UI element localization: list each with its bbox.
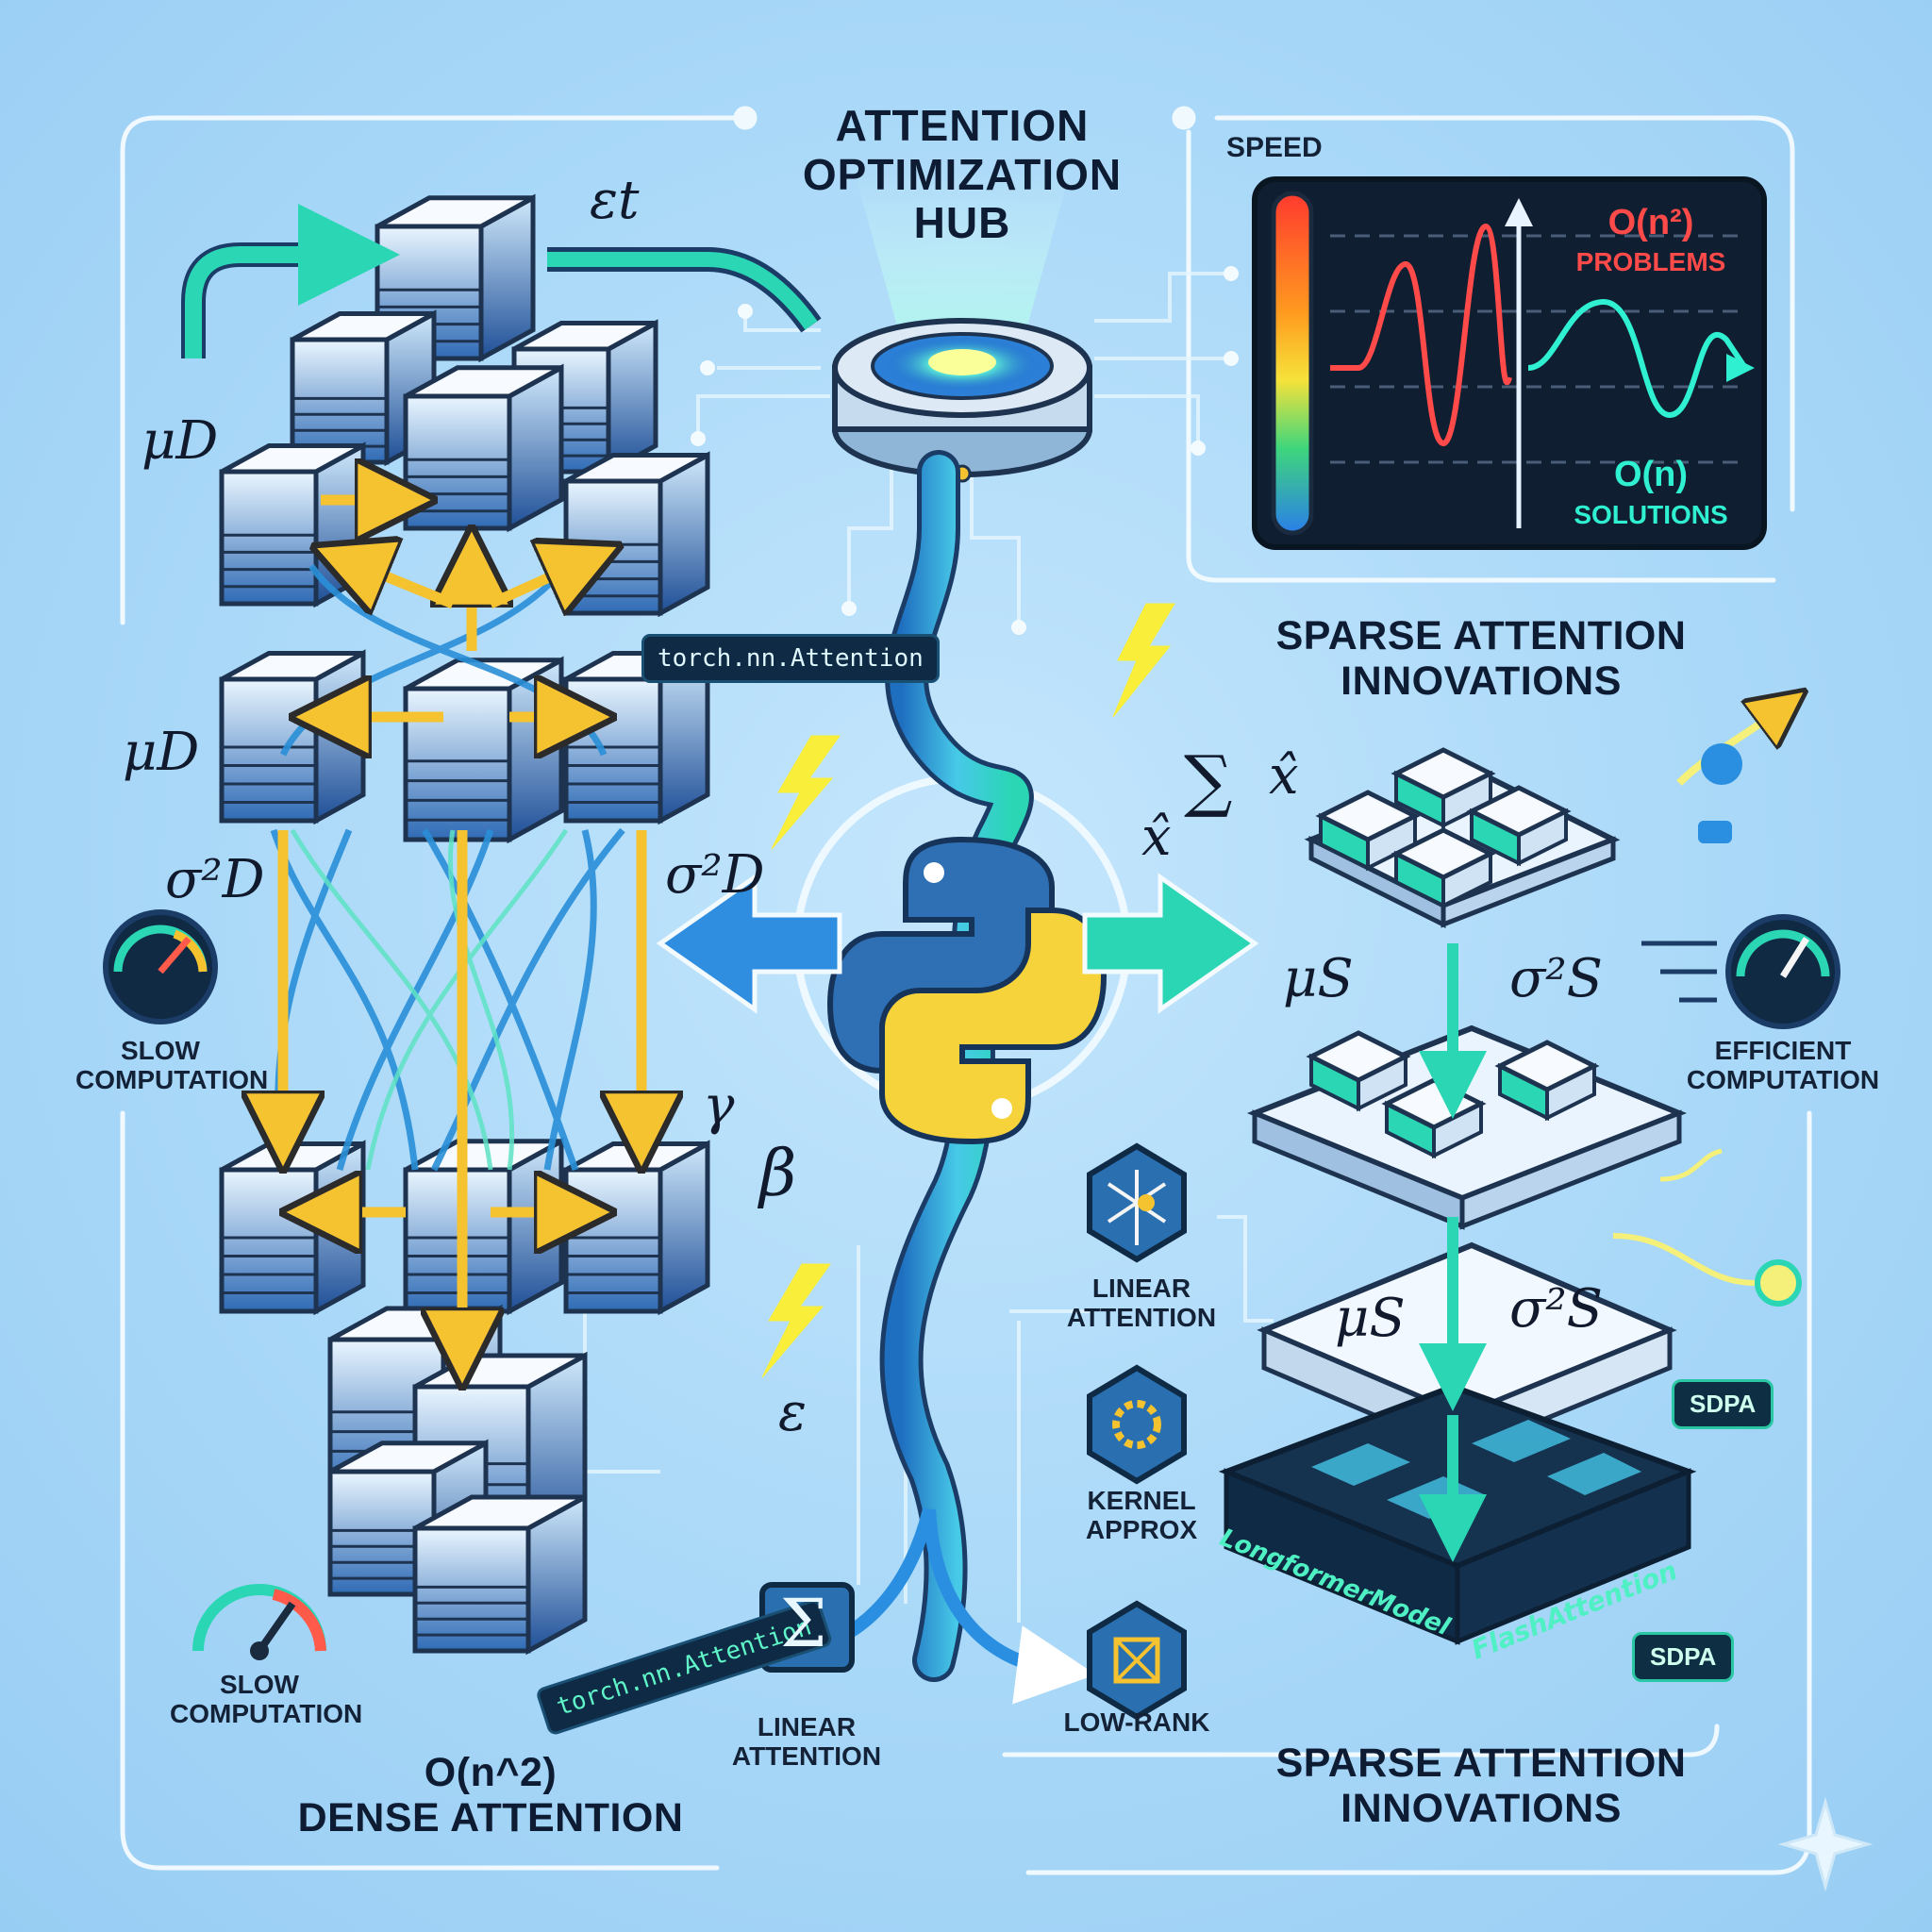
hub-title-line2: OPTIMIZATION (802, 149, 1123, 199)
speed-label: SPEED (1226, 132, 1323, 163)
torch-attention-chip-top: torch.nn.Attention (641, 634, 940, 683)
symbol-eps-t: εt (590, 170, 640, 231)
right-arrow (1082, 873, 1259, 1014)
linear-bottom-line2: ATTENTION (731, 1741, 882, 1772)
problems-label: PROBLEMS (1575, 247, 1726, 276)
slow-top-line2: COMPUTATION (75, 1065, 269, 1095)
lightning-icons (761, 603, 1175, 1378)
symbol-mu-d-mid: μD (123, 722, 200, 783)
dense-connections-teal (290, 828, 569, 1171)
sparse-cube-5 (1306, 1030, 1411, 1112)
dense-label: DENSE ATTENTION (297, 1795, 684, 1841)
server-cube-11 (403, 1137, 564, 1316)
slow-gauge-bottom-icon (192, 1584, 326, 1660)
hub-title: ATTENTION OPTIMIZATION HUB (774, 101, 1151, 248)
symbol-sigma-d-right: σ²D (665, 844, 765, 906)
slow-gauge-top-icon (103, 909, 218, 1024)
low-rank-hex-icon (1087, 1600, 1187, 1721)
hub-device (832, 318, 1092, 483)
symbol-sigma-s-top: σ²S (1509, 948, 1604, 1009)
sparse-cubes (1306, 747, 1600, 1159)
server-cube-6 (563, 451, 710, 618)
symbol-mu-s-bottom: μS (1335, 1288, 1406, 1349)
kernel-line2: APPROX (1085, 1515, 1198, 1545)
slow-computation-bottom: SLOW COMPUTATION (170, 1670, 363, 1729)
symbol-beta: β (759, 1137, 797, 1211)
slow-top-line1: SLOW (121, 1036, 200, 1065)
symbol-mu-s-top: μS (1283, 948, 1354, 1009)
kernel-approx-hex-icon (1087, 1364, 1187, 1485)
sparse-title-top: SPARSE ATTENTION INNOVATIONS (1217, 613, 1745, 704)
python-logo-icon (826, 836, 1108, 1145)
sdpa-badge-bottom: SDPA (1632, 1632, 1735, 1682)
pipe-branch-right (923, 1508, 1096, 1705)
symbol-gamma: γ (703, 1075, 735, 1137)
loop-arrow (185, 204, 400, 358)
linear-right-line1: LINEAR (1091, 1274, 1191, 1303)
frame-lines (120, 106, 1812, 1875)
kernel-line1: KERNEL (1087, 1486, 1196, 1515)
solutions-label: SOLUTIONS (1574, 500, 1728, 529)
solutions-complexity: O(n) (1613, 455, 1689, 494)
slow-computation-top: SLOW COMPUTATION (75, 1036, 269, 1095)
linear-attention-label-right: LINEAR ATTENTION (1066, 1274, 1217, 1333)
circuit-nodes (691, 266, 1239, 635)
efficient-gauge-icon (1641, 914, 1840, 1029)
symbol-mu-d-top: μD (142, 410, 219, 472)
sparse-cube-4 (1391, 827, 1496, 909)
sparse-cube-1 (1391, 747, 1496, 829)
symbol-xhat-right: x̂ (1269, 745, 1299, 807)
symbol-sum: ∑ (1184, 741, 1233, 820)
hub-link (547, 252, 818, 330)
sparse-title-bottom-line1: SPARSE ATTENTION (1275, 1740, 1687, 1786)
sparse-title-bottom-line2: INNOVATIONS (1341, 1786, 1622, 1832)
dense-complexity: O(n^2) (424, 1750, 558, 1795)
problem-wave (1330, 223, 1512, 447)
efficient-line1: EFFICIENT (1714, 1036, 1852, 1065)
linear-bottom-line1: LINEAR (757, 1712, 857, 1741)
linear-right-line2: ATTENTION (1066, 1303, 1217, 1333)
sparse-cube-7 (1494, 1040, 1600, 1122)
server-cube-16 (412, 1492, 588, 1656)
efficient-line2: COMPUTATION (1686, 1065, 1880, 1095)
low-rank-label: LOW-RANK (1063, 1707, 1210, 1737)
linear-attention-label-bottom: LINEAR ATTENTION (722, 1712, 891, 1772)
slow-bottom-line2: COMPUTATION (170, 1699, 363, 1729)
sparse-title-bottom: SPARSE ATTENTION INNOVATIONS (1226, 1740, 1736, 1831)
symbol-sigma-d-left: σ²D (165, 849, 265, 910)
sparkle-icon (1777, 1796, 1874, 1892)
solution-wave (1527, 298, 1748, 419)
server-cube-5 (219, 441, 366, 608)
sparse-title-top-line2: INNOVATIONS (1341, 658, 1622, 705)
sparse-cube-3 (1466, 785, 1572, 867)
sparse-title-top-line1: SPARSE ATTENTION (1275, 613, 1687, 658)
problems-complexity: O(n²) (1607, 203, 1694, 242)
server-cube-8 (403, 656, 564, 844)
speed-panel (1252, 176, 1767, 550)
linear-attention-hex-icon (1087, 1142, 1187, 1263)
left-arrow (656, 873, 842, 1014)
efficient-computation: EFFICIENT COMPUTATION (1670, 1036, 1896, 1095)
sigma-icon-glyph: Σ (780, 1585, 827, 1662)
slow-bottom-line1: SLOW (220, 1670, 299, 1699)
sparse-cube-2 (1315, 790, 1421, 872)
hub-title-line1: ATTENTION (835, 101, 1090, 150)
symbol-eps: ε (778, 1382, 808, 1443)
rocket-icon (1676, 708, 1783, 843)
hub-title-line3: HUB (913, 198, 1011, 248)
glow-node-right (1612, 1148, 1802, 1307)
dense-title: O(n^2) DENSE ATTENTION (226, 1750, 755, 1840)
server-cube-4 (403, 363, 564, 533)
hub-beam (854, 170, 1071, 340)
sdpa-badge-top: SDPA (1672, 1379, 1774, 1429)
dense-arrows (283, 500, 641, 1349)
server-cube-12 (563, 1140, 710, 1316)
symbol-sigma-s-bottom: σ²S (1509, 1278, 1604, 1340)
symbol-xhat-left: x̂ (1141, 807, 1172, 868)
kernel-approx-label: KERNEL APPROX (1066, 1486, 1217, 1545)
